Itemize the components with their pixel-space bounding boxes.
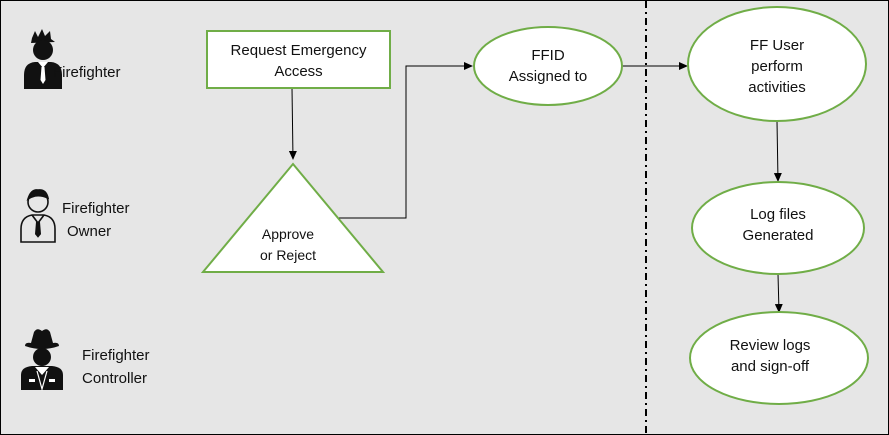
node-approve-label-line2: or Reject (260, 247, 316, 263)
node-review-logs-sign-off: Review logs and sign-off (689, 311, 869, 405)
node-request-emergency-access: Request Emergency Access (206, 30, 391, 89)
node-log-files-generated: Log files Generated (691, 181, 865, 275)
node-perform-label-line3: activities (748, 79, 806, 96)
node-logs-label-line2: Generated (743, 227, 814, 244)
firefighter-user-icon (24, 29, 62, 89)
node-perform-label-line1: FF User (750, 37, 804, 54)
node-ffid-label-line1: FFID (531, 47, 564, 64)
node-ffid-label-line2: Assigned to (509, 68, 587, 85)
role-label-firefighter-owner-line1: Firefighter (62, 200, 130, 217)
arrow-request-to-approve (288, 87, 297, 160)
node-perform-label-line2: perform (751, 58, 803, 75)
controller-cowboy-icon (21, 329, 63, 392)
node-review-label-line2: and sign-off (731, 358, 810, 375)
node-request-label-line1: Request Emergency (231, 42, 367, 59)
node-ffid-assigned: FFID Assigned to (473, 26, 623, 106)
node-approve-label-line1: Approve (262, 226, 314, 242)
node-approve-or-reject: Approve or Reject (200, 162, 386, 273)
node-logs-label-line1: Log files (750, 206, 806, 223)
node-review-label-line1: Review logs (730, 337, 811, 354)
arrow-perform-to-logs (773, 120, 782, 182)
node-request-label-line2: Access (274, 63, 322, 80)
role-label-firefighter: Firefighter (53, 64, 121, 81)
role-label-firefighter-controller-line2: Controller (82, 370, 147, 387)
arrow-approve-to-ffid (339, 62, 473, 219)
role-label-firefighter-controller-line1: Firefighter (82, 347, 150, 364)
owner-user-icon (20, 189, 56, 243)
arrow-logs-to-review (774, 273, 783, 313)
role-label-firefighter-owner-line2: Owner (67, 223, 111, 240)
node-ff-user-perform-activities: FF User perform activities (687, 6, 867, 122)
